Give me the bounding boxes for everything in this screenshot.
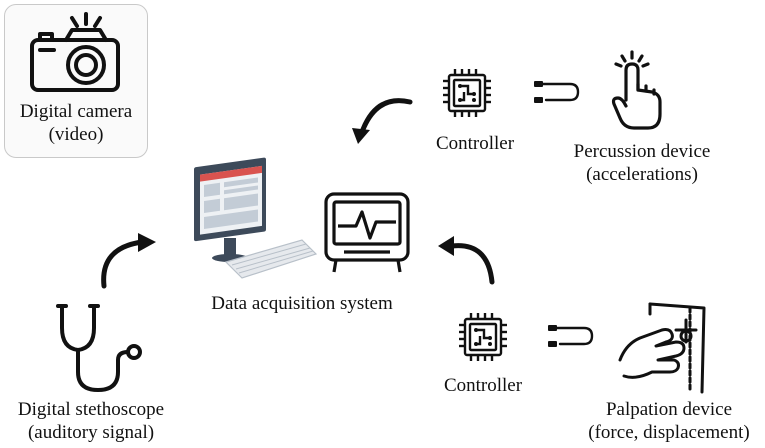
stethoscope-icon bbox=[52, 300, 152, 396]
daq-label: Data acquisition system bbox=[211, 293, 393, 314]
chip-icon bbox=[456, 310, 510, 364]
chip-icon bbox=[440, 66, 494, 120]
cable-icon bbox=[532, 78, 582, 108]
hand-press-icon bbox=[616, 300, 716, 396]
arrow-from-controller-bottom bbox=[432, 232, 502, 288]
camera-label: Digital camera (video) bbox=[19, 101, 133, 145]
finger-tap-icon bbox=[610, 50, 670, 134]
cable-icon bbox=[546, 322, 596, 352]
camera-icon bbox=[26, 10, 124, 94]
monitor-icon bbox=[322, 190, 412, 276]
stethoscope-label: Digital stethoscope (auditory signal) bbox=[17, 399, 165, 443]
palpation-label: Palpation device (force, displacement) bbox=[588, 399, 750, 443]
controller-bottom-label: Controller bbox=[443, 375, 523, 396]
arrow-to-daq-top bbox=[346, 92, 416, 148]
computer-icon bbox=[190, 154, 318, 282]
controller-top-label: Controller bbox=[435, 133, 515, 154]
arrow-from-stethoscope bbox=[90, 232, 162, 294]
percussion-label: Percussion device (accelerations) bbox=[573, 141, 711, 185]
